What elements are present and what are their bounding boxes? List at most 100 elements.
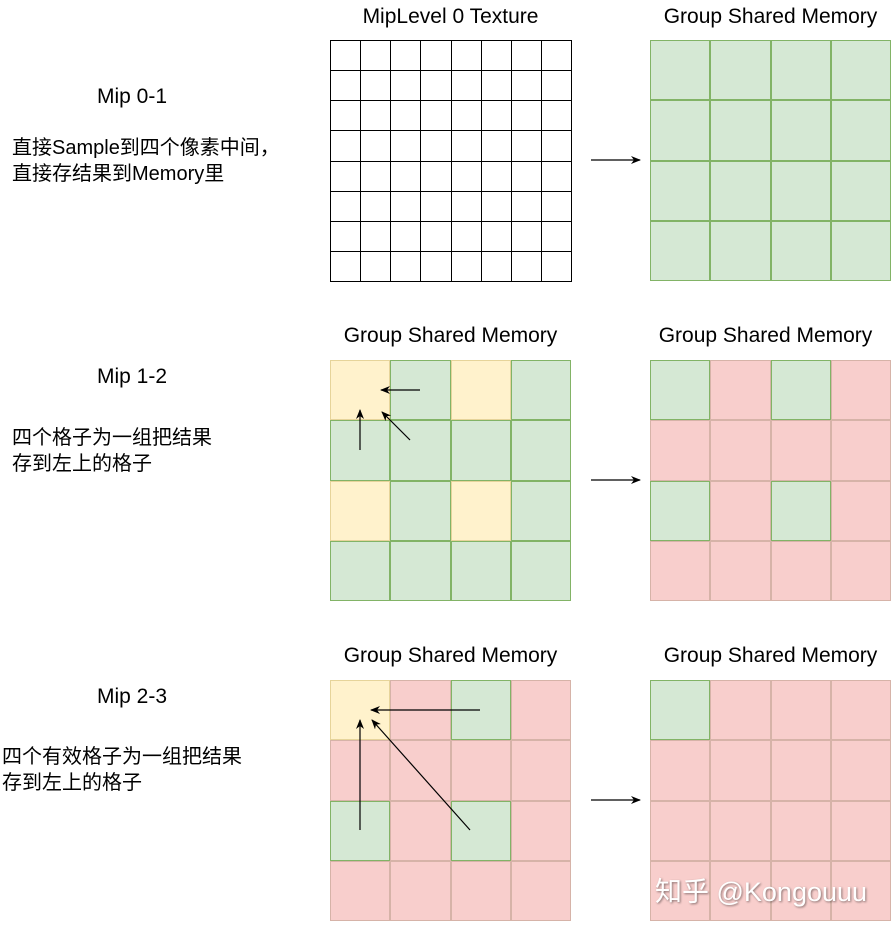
texel-cell — [361, 221, 392, 252]
memory-cell-green — [330, 540, 391, 601]
mip-label-2-3: Mip 2-3 — [97, 685, 168, 708]
texel-cell — [511, 161, 542, 192]
mip0-texture-grid — [330, 40, 572, 282]
texel-cell — [331, 101, 362, 132]
title-group-shared-memory-0: Group Shared Memory — [663, 5, 878, 28]
texel-cell — [451, 101, 482, 132]
texel-cell — [391, 101, 422, 132]
texel-cell — [421, 71, 452, 102]
memory-cell-green — [510, 540, 571, 601]
memory-cell-red — [830, 740, 891, 801]
memory-cell-green — [710, 220, 771, 281]
memory-cell-red — [710, 800, 771, 861]
memory-cell-green — [650, 480, 711, 541]
texel-cell — [481, 251, 512, 282]
memory-cell-red — [830, 680, 891, 741]
memory-cell-red — [830, 800, 891, 861]
mip-label-0-1: Mip 0-1 — [97, 85, 168, 108]
memory-cell-green — [830, 160, 891, 221]
memory-cell-yellow — [330, 680, 391, 741]
mip-label-1-2: Mip 1-2 — [97, 365, 168, 388]
memory-cell-green — [770, 480, 831, 541]
texel-cell — [451, 41, 482, 72]
memory-cell-red — [770, 680, 831, 741]
memory-cell-green — [650, 40, 711, 101]
memory-cell-green — [450, 680, 511, 741]
texel-cell — [511, 221, 542, 252]
texel-cell — [421, 41, 452, 72]
memory-cell-red — [710, 860, 771, 921]
memory-cell-red — [390, 680, 451, 741]
memory-cell-green — [390, 480, 451, 541]
texel-cell — [421, 161, 452, 192]
texel-cell — [481, 221, 512, 252]
memory-cell-green — [650, 220, 711, 281]
title-group-shared-memory-2r: Group Shared Memory — [663, 644, 878, 667]
texel-cell — [391, 251, 422, 282]
memory-cell-green — [830, 40, 891, 101]
texel-cell — [511, 101, 542, 132]
texel-cell — [331, 71, 362, 102]
watermark: 知乎 @Kongouuu — [655, 877, 868, 907]
texel-cell — [361, 131, 392, 162]
shared-memory-grid-row1-right — [650, 360, 891, 601]
texel-cell — [511, 41, 542, 72]
texel-cell — [511, 71, 542, 102]
texel-cell — [481, 41, 512, 72]
memory-cell-red — [390, 860, 451, 921]
memory-cell-green — [510, 480, 571, 541]
memory-cell-green — [650, 360, 711, 421]
memory-cell-green — [450, 540, 511, 601]
memory-cell-green — [830, 100, 891, 161]
texel-cell — [421, 221, 452, 252]
texel-cell — [361, 191, 392, 222]
memory-cell-green — [770, 100, 831, 161]
memory-cell-red — [650, 420, 711, 481]
memory-cell-red — [710, 540, 771, 601]
texel-cell — [391, 131, 422, 162]
memory-cell-green — [710, 40, 771, 101]
memory-cell-green — [390, 420, 451, 481]
texel-cell — [331, 191, 362, 222]
memory-cell-red — [330, 740, 391, 801]
description-mip-0-1: 直接Sample到四个像素中间， 直接存结果到Memory里 — [12, 137, 280, 185]
memory-cell-green — [330, 800, 391, 861]
memory-cell-red — [710, 680, 771, 741]
memory-cell-red — [830, 360, 891, 421]
memory-cell-red — [650, 860, 711, 921]
memory-cell-red — [450, 860, 511, 921]
texel-cell — [391, 71, 422, 102]
memory-cell-green — [510, 360, 571, 421]
memory-cell-red — [650, 800, 711, 861]
memory-cell-green — [770, 160, 831, 221]
texel-cell — [391, 41, 422, 72]
memory-cell-green — [330, 420, 391, 481]
memory-cell-green — [710, 100, 771, 161]
memory-cell-green — [830, 220, 891, 281]
memory-cell-green — [390, 540, 451, 601]
memory-cell-green — [770, 220, 831, 281]
texel-cell — [451, 131, 482, 162]
texel-cell — [541, 101, 572, 132]
memory-cell-yellow — [450, 360, 511, 421]
memory-cell-green — [450, 800, 511, 861]
texel-cell — [451, 71, 482, 102]
texel-cell — [331, 221, 362, 252]
texel-cell — [541, 251, 572, 282]
texel-cell — [361, 161, 392, 192]
memory-cell-red — [330, 860, 391, 921]
texel-cell — [331, 41, 362, 72]
memory-cell-yellow — [330, 360, 391, 421]
texel-cell — [511, 131, 542, 162]
texel-cell — [451, 221, 482, 252]
title-miplevel0-texture: MipLevel 0 Texture — [362, 5, 539, 28]
memory-cell-red — [510, 860, 571, 921]
texel-cell — [541, 131, 572, 162]
memory-cell-red — [830, 480, 891, 541]
memory-cell-yellow — [450, 480, 511, 541]
memory-cell-green — [770, 360, 831, 421]
memory-cell-red — [770, 860, 831, 921]
texel-cell — [331, 251, 362, 282]
texel-cell — [391, 161, 422, 192]
texel-cell — [451, 191, 482, 222]
